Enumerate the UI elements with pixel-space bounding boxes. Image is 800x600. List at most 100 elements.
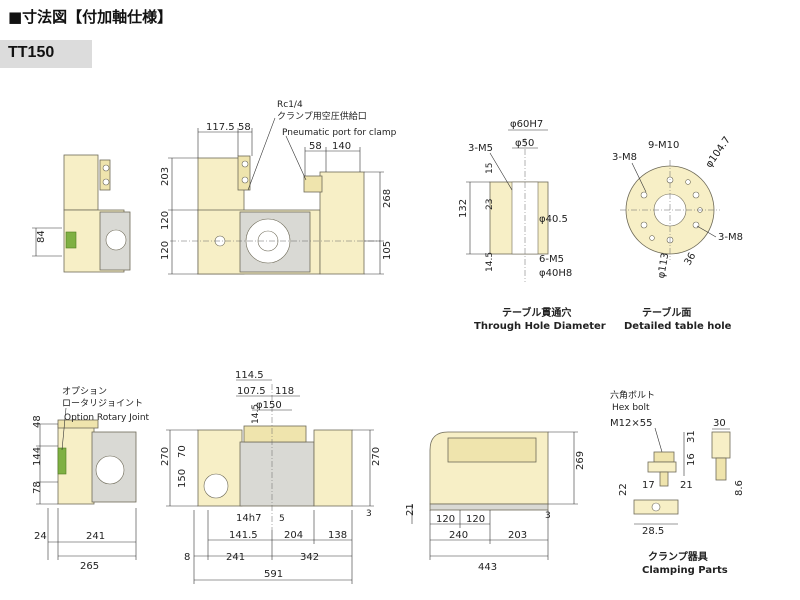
dim-241b: 241 [226, 552, 245, 563]
dim-269: 269 [575, 451, 586, 470]
front-motor [319, 171, 365, 275]
dim-58b: 58 [309, 141, 322, 152]
dim-15: 15 [485, 163, 495, 174]
table-face-caption-en: Detailed table hole [624, 321, 732, 332]
clamp-block [647, 461, 677, 473]
dim-270b: 270 [371, 447, 382, 466]
hex-bolt-en: Hex bolt [612, 403, 650, 413]
bf-top-plate [243, 425, 307, 443]
dim-14-5b: 14.5 [251, 404, 261, 424]
rotary-joint-jp1: オプション [62, 386, 107, 397]
dim-30: 30 [713, 418, 726, 429]
dim-140: 140 [332, 141, 351, 152]
dim-443: 443 [478, 562, 497, 573]
dim-117-5: 117.5 [206, 122, 235, 133]
dim-105: 105 [382, 241, 393, 260]
dim-24: 24 [34, 531, 47, 542]
side-upper-block [63, 154, 99, 211]
bf-table [239, 441, 315, 507]
dim-120a: 120 [436, 514, 455, 525]
dim-591: 591 [264, 569, 283, 580]
dim-150: 150 [177, 469, 188, 488]
top-side-view: 84 [32, 154, 131, 273]
dim-28-5: 28.5 [642, 526, 664, 537]
dim-78: 78 [32, 481, 43, 494]
dim-14h7: 14h7 [236, 513, 261, 524]
model-tab: TT150 [0, 40, 92, 68]
dim-132: 132 [458, 199, 469, 218]
dim-241: 241 [86, 531, 105, 542]
bf-motor [313, 429, 353, 507]
clamp-caption-jp: クランプ器具 [648, 550, 708, 563]
dim-107-5: 107.5 [237, 386, 266, 397]
dim-204: 204 [284, 530, 303, 541]
rotary-joint-en: Option Rotary Joint [64, 413, 150, 423]
dim-8-6: 8.6 [734, 480, 745, 496]
dim-268: 268 [382, 189, 393, 208]
bottom-top-view: 21 120 120 240 203 443 269 3 [405, 431, 586, 573]
dim-21c: 21 [680, 480, 693, 491]
dim-16: 16 [686, 453, 697, 466]
dim-phi50: φ50 [515, 138, 534, 149]
hex-bolt-size: M12×55 [610, 418, 652, 429]
dim-3-m8: 3-M8 [612, 152, 637, 163]
dim-141-5: 141.5 [229, 530, 258, 541]
dim-3b: 3 [545, 511, 551, 521]
dim-144: 144 [32, 447, 43, 466]
dim-31: 31 [686, 430, 697, 443]
bottom-front-view: 114.5 107.5 118 φ150 14.5 270 70 150 270… [160, 370, 382, 584]
dim-3-m5: 3-M5 [468, 143, 493, 154]
dim-17: 17 [642, 480, 655, 491]
dim-70: 70 [177, 445, 188, 458]
dim-118: 118 [275, 386, 294, 397]
dim-240: 240 [449, 530, 468, 541]
clamp-bolt-head [653, 451, 675, 463]
dim-21b: 21 [405, 503, 416, 516]
dim-phi113: φ113 [656, 252, 671, 279]
dim-84: 84 [36, 230, 47, 243]
clamp-parts-view: 六角ボルト Hex bolt M12×55 30 31 16 17 21 22 … [610, 389, 745, 576]
dim-48: 48 [32, 415, 43, 428]
dim-6-m5: 6-M5 [539, 254, 564, 265]
through-hole-caption-en: Through Hole Diameter [474, 321, 606, 332]
clamp-side-block [711, 431, 731, 459]
dim-114-5: 114.5 [235, 370, 264, 381]
dim-phi104-7: φ104.7 [704, 135, 733, 170]
hex-bolt-jp: 六角ボルト [610, 389, 655, 401]
bs-rotary-joint [57, 447, 67, 475]
dim-phi60h7: φ60H7 [510, 119, 543, 130]
dim-22: 22 [618, 483, 629, 496]
dim-270: 270 [160, 447, 171, 466]
side-green-port [65, 231, 77, 249]
dim-23: 23 [485, 199, 495, 210]
dim-9-m10: 9-M10 [648, 140, 679, 151]
through-hole-view: φ60H7 φ50 3-M5 132 15 23 φ40.5 6-M5 φ40H… [458, 119, 606, 332]
table-face-caption-jp: テーブル面 [642, 306, 691, 319]
front-motor-cap [303, 175, 323, 193]
dim-5: 5 [279, 514, 285, 524]
clamp-side-shank [715, 457, 727, 481]
dim-14-5: 14.5 [485, 252, 495, 272]
clamp-shank [659, 471, 669, 487]
through-hole-caption-jp: テーブル貫通穴 [502, 306, 571, 319]
dim-138: 138 [328, 530, 347, 541]
rotary-joint-jp2: ロータリジョイント [62, 398, 143, 409]
callout-en: Pneumatic port for clamp [282, 128, 397, 138]
dim-120: 120 [160, 211, 171, 230]
dim-203b: 203 [508, 530, 527, 541]
dim-3: 3 [366, 509, 372, 519]
dim-58: 58 [238, 122, 251, 133]
dim-8: 8 [184, 552, 190, 563]
dim-3-m8b: 3-M8 [718, 232, 743, 243]
top-front-view: 117.5 58 58 140 Rc1/4 クランプ用空圧供給口 Pneumat… [160, 100, 397, 275]
dim-265: 265 [80, 561, 99, 572]
model-label: TT150 [8, 44, 55, 61]
dim-203: 203 [160, 167, 171, 186]
dim-120c: 120 [466, 514, 485, 525]
table-face-view: 3-M8 9-M10 φ104.7 3-M8 φ113 36 テーブル面 Det… [612, 135, 743, 332]
page-title: ■寸法図【付加軸仕様】 [8, 8, 173, 26]
clamp-caption-en: Clamping Parts [642, 565, 728, 576]
dim-120b: 120 [160, 241, 171, 260]
dim-342: 342 [300, 552, 319, 563]
dim-36: 36 [683, 251, 699, 268]
